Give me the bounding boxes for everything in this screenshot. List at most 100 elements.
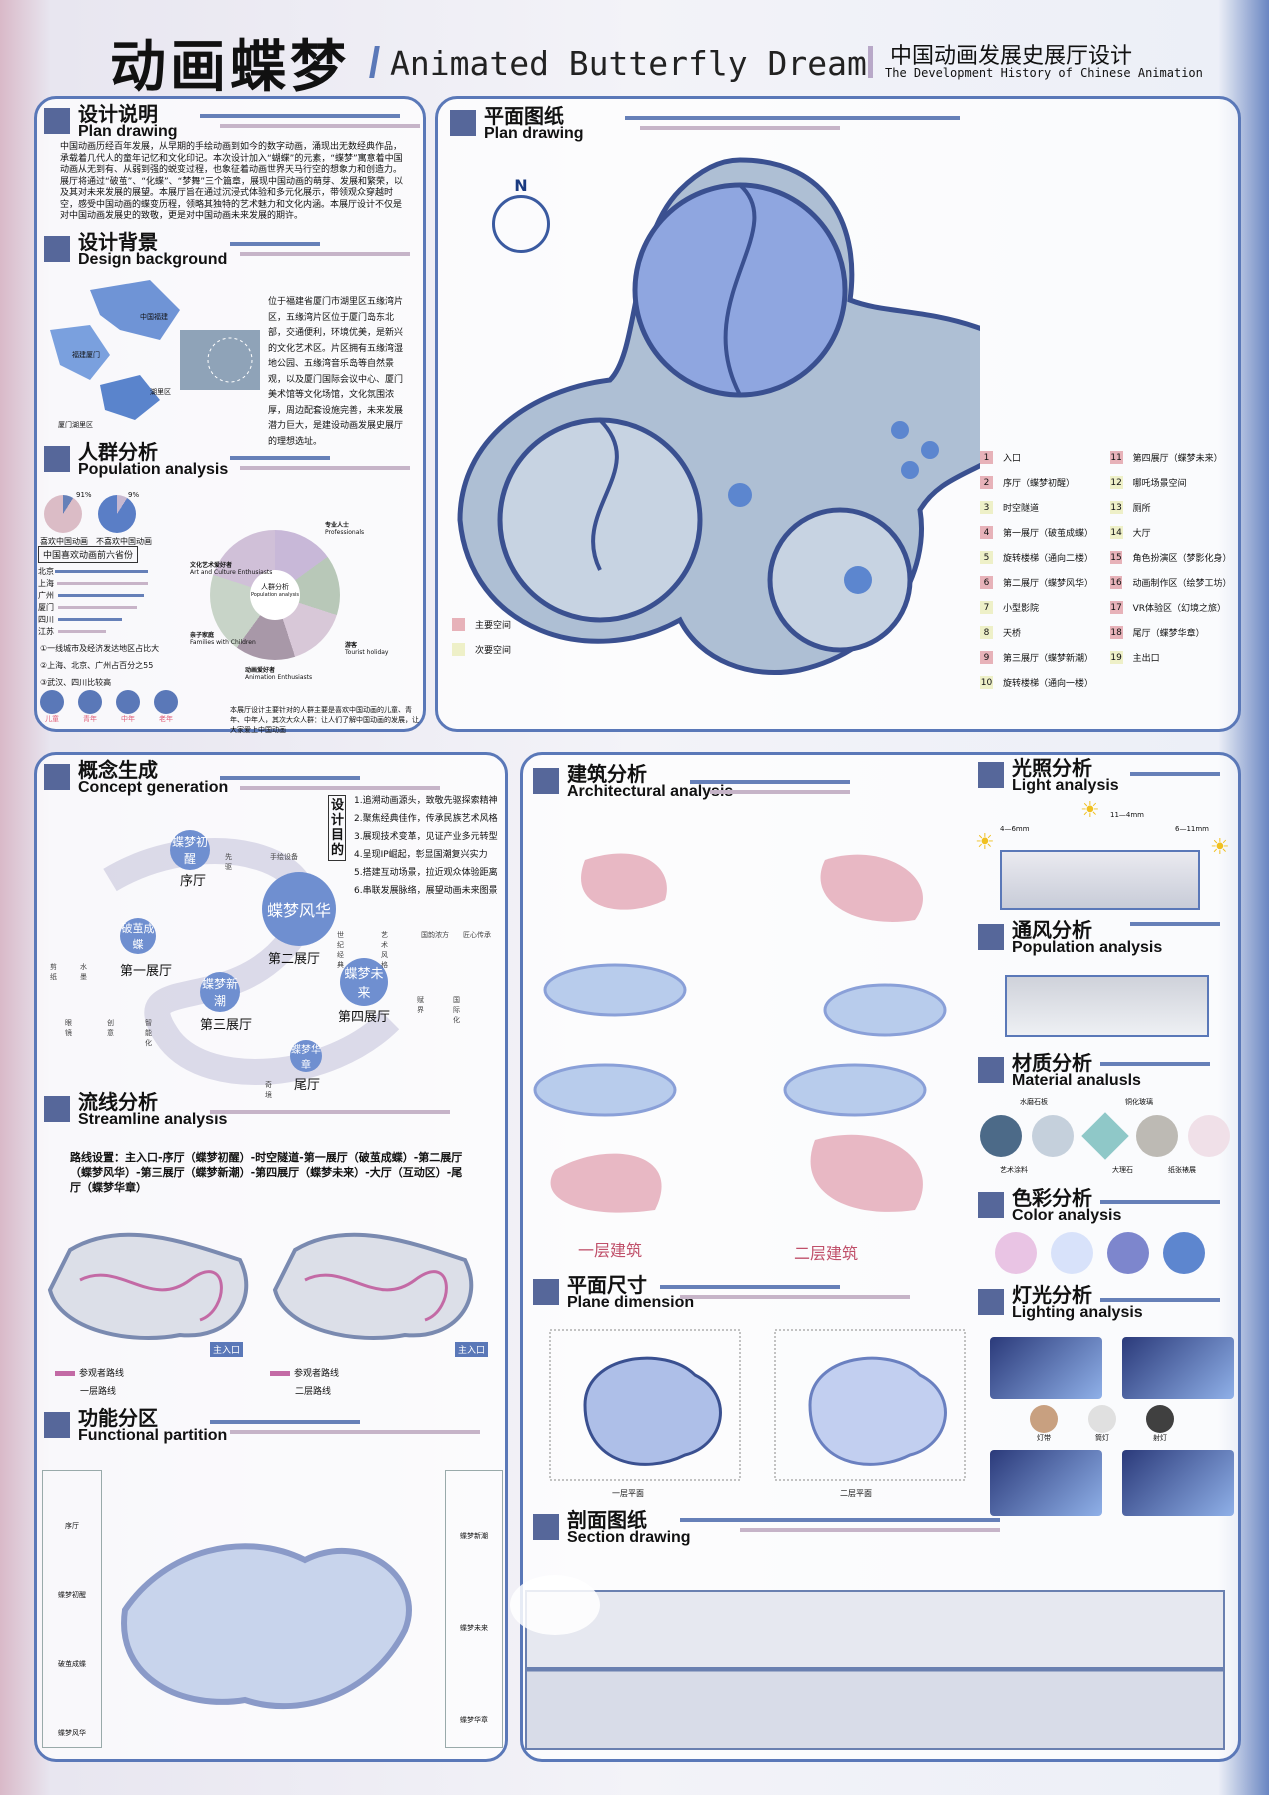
ventilation-section <box>1005 975 1209 1037</box>
dimension-label-1: 一层平面 <box>612 1489 644 1498</box>
material-label-3: 艺术涂料 <box>1000 1166 1028 1174</box>
map-label-1: 中国福建 <box>140 313 168 321</box>
subtitle-en: The Development History of Chinese Anima… <box>885 66 1203 80</box>
pie-like-label: 喜欢中国动画 <box>40 537 88 546</box>
provinces-title: 中国喜欢动画前六省份 <box>38 546 139 563</box>
floor1-building-label: 一层建筑 <box>578 1241 643 1260</box>
swatch-1 <box>995 1232 1037 1274</box>
node-bubble-6: 蝶梦华章 <box>290 1040 322 1072</box>
functional-axonometric <box>121 1543 412 1710</box>
poster-title-en: Animated Butterfly Dream <box>390 44 867 83</box>
node-label-2: 第一展厅 <box>120 964 173 979</box>
route-legend-2: 参观者路线二层路线 <box>270 1365 339 1401</box>
functional-right-strip: 蝶梦新潮蝶梦未来蝶梦华章 <box>445 1470 503 1748</box>
swatch-3 <box>1107 1232 1149 1274</box>
node-bubble-2: 破茧成蝶 <box>120 918 156 954</box>
lighting-photo-3 <box>990 1450 1102 1516</box>
title-divider <box>369 46 380 78</box>
sun-icon-1: ☀ <box>975 830 995 855</box>
route-legend-1: 参观者路线一层路线 <box>55 1365 124 1401</box>
age-icons: 儿童 青年 中年 老年 <box>40 690 178 724</box>
exploded-axonometric <box>533 853 947 1213</box>
legend-main-space: 主要空间 <box>452 612 511 637</box>
title-divider-2 <box>868 46 873 78</box>
node-label-1: 序厅 <box>180 874 207 889</box>
pie-like <box>44 495 82 533</box>
rose-center-cn: 人群分析 <box>261 583 289 591</box>
lighting-fixtures: 灯带 筒灯 射灯 <box>1030 1405 1174 1443</box>
province-bars: 北京 上海 广州 厦门 四川 江苏 <box>38 565 148 637</box>
pie-dislike-label: 不喜欢中国动画 <box>96 537 152 546</box>
section-tree <box>510 1575 600 1635</box>
dimension-plan-1 <box>549 1329 741 1481</box>
node-label-6: 尾厅 <box>294 1078 321 1093</box>
sun-icon-2: ☀ <box>1080 798 1100 823</box>
light-angle-2: 11—4mm <box>1110 811 1144 819</box>
lighting-photo-2 <box>1122 1337 1234 1399</box>
material-label-2: 铜化玻璃 <box>1125 1098 1153 1106</box>
node-label-3: 第二展厅 <box>268 952 321 967</box>
light-section <box>1000 850 1200 910</box>
swatch-4 <box>1163 1232 1205 1274</box>
node-bubble-5: 蝶梦未来 <box>340 958 388 1006</box>
floor2-building-label: 二层建筑 <box>794 1244 859 1263</box>
background-text: 位于福建省厦门市湖里区五缘湾片区，五缘湾片区位于厦门岛东北部，交通便利，环境优美… <box>268 297 404 447</box>
pie-dislike <box>98 495 136 533</box>
functional-left-strip: 序厅蝶梦初醒破茧成蝶蝶梦风华 <box>42 1470 102 1748</box>
section-drawing <box>525 1590 1225 1750</box>
dimension-label-2: 二层平面 <box>840 1489 872 1498</box>
material-label-1: 水磨石板 <box>1020 1098 1048 1106</box>
rose-center-en: Population analysis <box>250 592 300 598</box>
pie-like-pct: 91% <box>76 491 92 499</box>
north-arrow: N <box>492 176 550 253</box>
entrance-label-2: 主入口 <box>455 1342 489 1357</box>
route-floor1 <box>47 1232 249 1340</box>
route-text: 路线设置：主入口-序厅（蝶梦初醒）-时空隧道-第一展厅（破茧成蝶）-第二展厅（蝶… <box>70 1151 463 1194</box>
location-map <box>50 280 260 420</box>
map-label-3: 湖里区 <box>150 388 171 396</box>
legend-secondary-space: 次要空间 <box>452 637 511 662</box>
node-bubble-1: 蝶梦初醒 <box>170 830 210 870</box>
sun-icon-3: ☀ <box>1210 835 1230 860</box>
node-label-4: 第三展厅 <box>200 1018 253 1033</box>
light-angle-3: 6—11mm <box>1175 825 1209 833</box>
poster-title: 动画蝶梦 <box>110 34 350 100</box>
dimension-plan-2 <box>774 1329 966 1481</box>
node-label-5: 第四展厅 <box>338 1010 391 1025</box>
light-angle-1: 4—6mm <box>1000 825 1030 833</box>
entrance-label-1: 主入口 <box>210 1342 244 1357</box>
node-bubble-4: 蝶梦新潮 <box>200 972 240 1012</box>
node-bubble-3: 蝶梦风华 <box>262 872 336 946</box>
map-label-2: 福建厦门 <box>72 351 100 359</box>
design-text: 中国动画历经百年发展，从早期的手绘动画到如今的数字动画，涌现出无数经典作品，承载… <box>60 142 403 221</box>
pie-dislike-pct: 9% <box>128 491 140 499</box>
population-summary: 本展厅设计主要针对的人群主要是喜欢中国动画的儿童、青年、中年人，其次大众人群：让… <box>230 706 419 734</box>
material-swatches <box>980 1112 1230 1160</box>
goal-label: 设计目的 <box>328 795 346 861</box>
lighting-photo-4 <box>1122 1450 1234 1516</box>
floor-plan <box>457 157 980 676</box>
lighting-photo-1 <box>990 1337 1102 1399</box>
color-swatches <box>995 1232 1219 1274</box>
map-label-4: 厦门湖里区 <box>58 421 93 429</box>
route-floor2 <box>272 1232 474 1340</box>
